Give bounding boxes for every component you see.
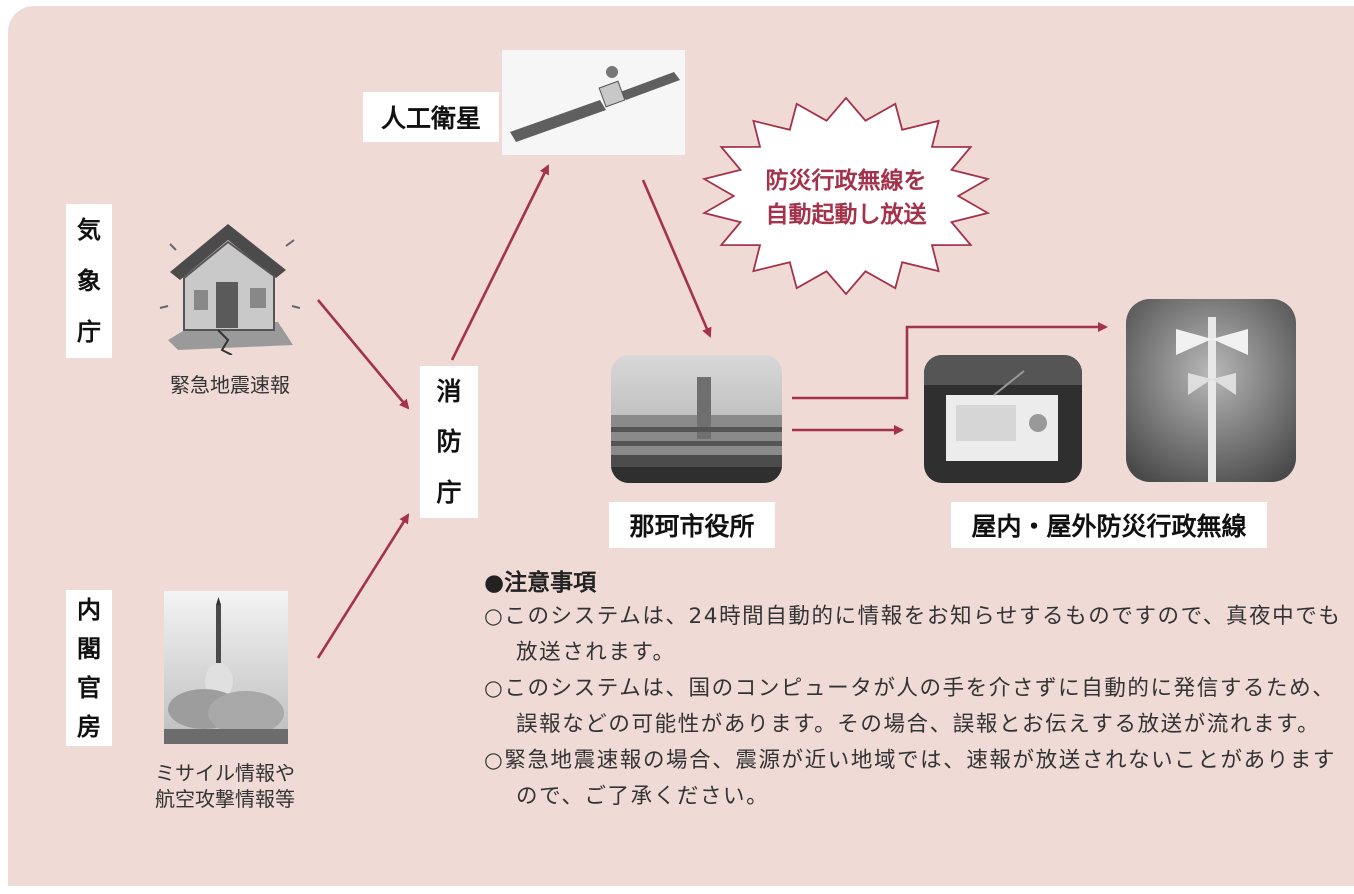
jma-caption: 緊急地震速報: [170, 373, 290, 397]
note-item: ○緊急地震速報の場合、震源が近い地域では、速報が放送されないことがありますので、…: [484, 748, 1336, 809]
satellite-image: [502, 50, 685, 155]
fdma-char: 消: [436, 376, 462, 406]
radio-label: 屋内・屋外防災行政無線: [951, 502, 1267, 548]
note-item: ○このシステムは、国のコンピュータが人の手を介さずに自動的に発信するため、誤報な…: [484, 676, 1336, 737]
cabinet-label-box: 内 閣 官 房: [66, 590, 112, 746]
building-icon: [611, 355, 782, 483]
cabinet-char: 閣: [77, 634, 101, 663]
cabinet-char: 房: [77, 712, 101, 741]
cabinet-caption: ミサイル情報や 航空攻撃情報等: [130, 760, 320, 812]
radio-receiver-icon: [924, 355, 1082, 483]
city-hall-label: 那珂市役所: [609, 502, 775, 548]
note-item: ○このシステムは、24時間自動的に情報をお知らせするものですので、真夜中でも放送…: [484, 604, 1342, 665]
fdma-char: 防: [436, 427, 462, 457]
satellite-icon: [510, 66, 680, 142]
notes-title: ●注意事項: [484, 570, 597, 596]
cabinet-caption-line: 航空攻撃情報等: [155, 787, 295, 811]
cabinet-char: 内: [77, 595, 101, 624]
burst-line-2: 自動起動し放送: [766, 201, 927, 228]
cabinet-char: 官: [77, 673, 101, 702]
city-hall-image: [611, 355, 782, 483]
cabinet-caption-line: ミサイル情報や: [155, 761, 295, 785]
fdma-label-box: 消 防 庁: [420, 366, 478, 518]
indoor-receiver-image: [924, 355, 1082, 483]
fdma-char: 庁: [436, 478, 462, 508]
loudspeaker-icon: [1126, 299, 1296, 482]
jma-label-box: 気 象 庁: [66, 204, 112, 358]
satellite-label: 人工衛星: [363, 92, 499, 142]
missile-icon: [164, 591, 288, 744]
house-icon: [159, 224, 300, 355]
shaking-house-image: [158, 210, 300, 355]
jma-char: 庁: [77, 318, 101, 347]
starburst-callout: 防災行政無線を 自動起動し放送: [701, 96, 991, 296]
jma-char: 象: [77, 266, 101, 295]
jma-char: 気: [77, 215, 101, 244]
notes-section: ●注意事項 ○このシステムは、24時間自動的に情報をお知らせするものですので、真…: [484, 563, 1344, 815]
burst-line-1: 防災行政無線を: [766, 167, 927, 194]
outdoor-speaker-image: [1126, 299, 1296, 482]
missile-launch-image: [164, 591, 288, 744]
